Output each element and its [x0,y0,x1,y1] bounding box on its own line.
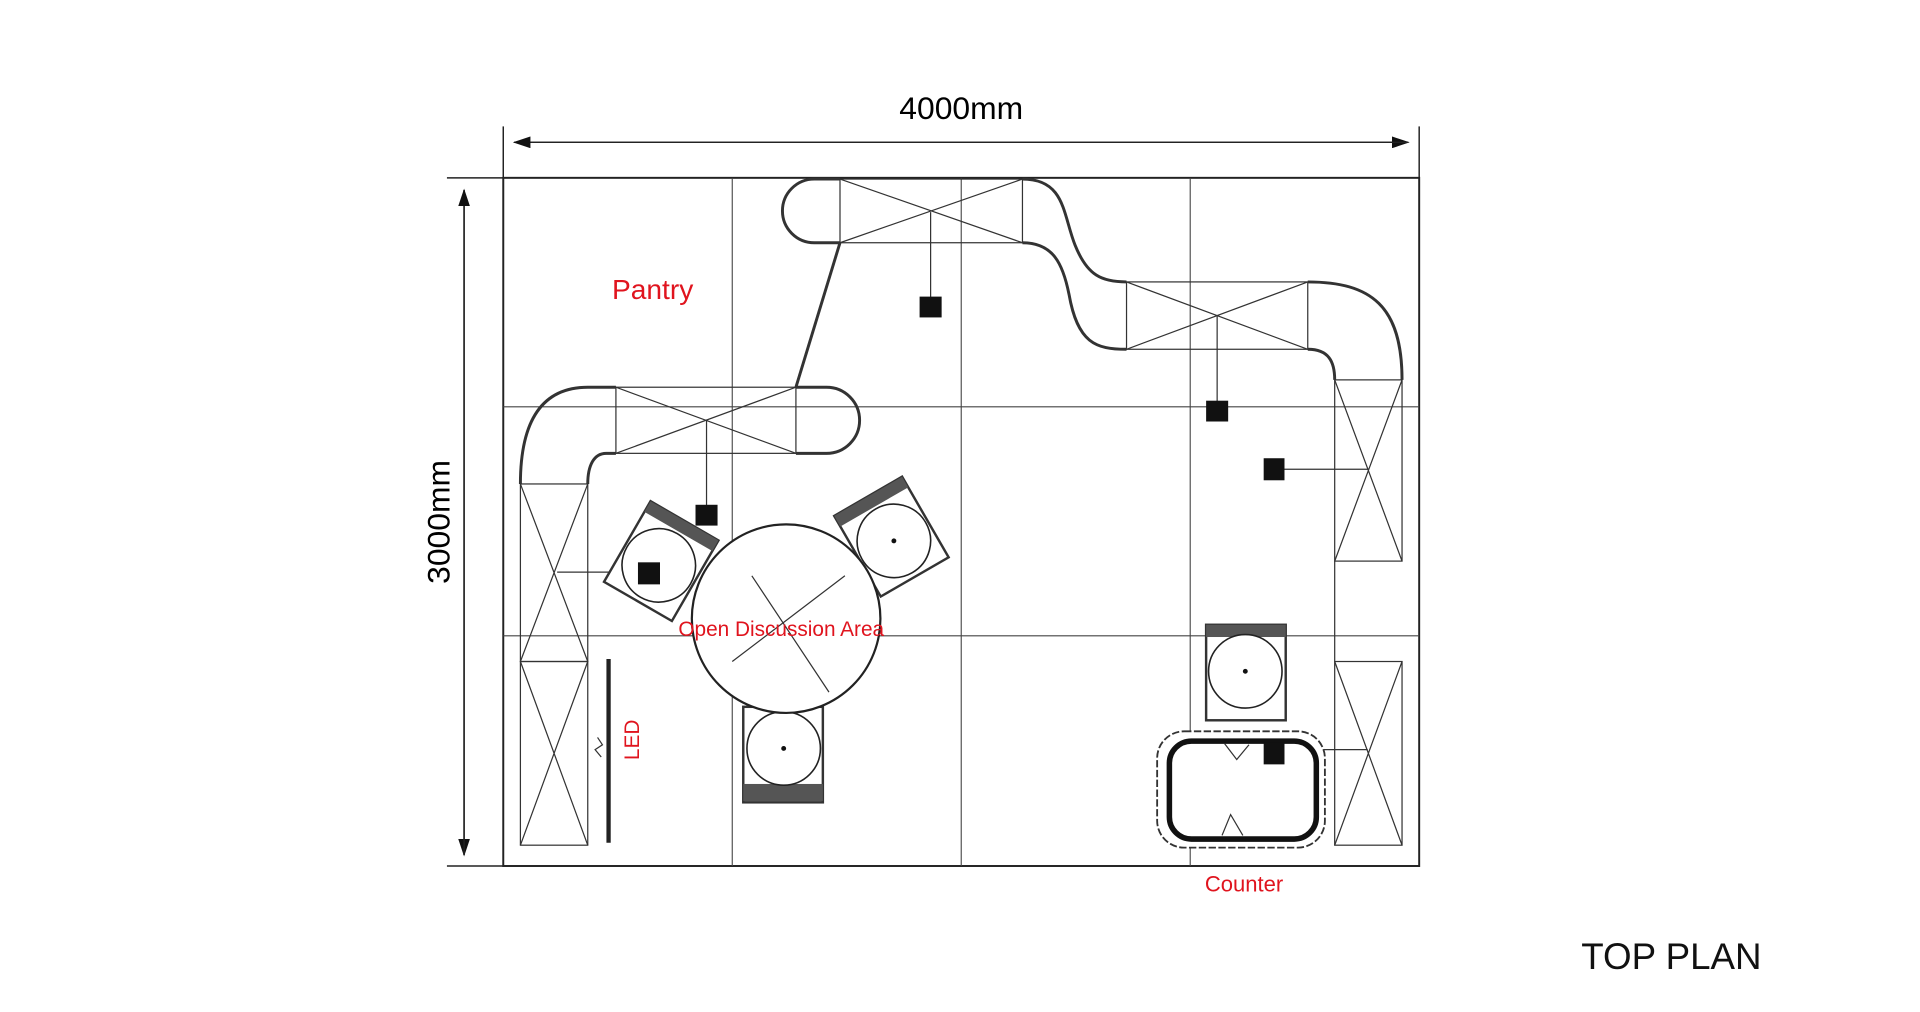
counter [1156,730,1326,849]
light-fixture-icon [695,504,718,526]
round-table [690,523,882,715]
chair [742,705,825,804]
light-fixture-icon [1263,458,1285,481]
led-screen: LED [594,659,644,843]
booth-grid [502,176,1421,867]
counter-label: Counter [1205,872,1283,897]
plan-title: TOP PLAN [1581,936,1761,977]
led-label: LED [621,720,644,760]
height-dimension: 3000mm [420,177,504,867]
chair [832,475,951,599]
height-label: 3000mm [420,460,456,584]
discussion-area-label: Open Discussion Area [678,618,884,641]
pantry-label: Pantry [612,274,694,305]
chair [1204,623,1287,722]
width-label: 4000mm [899,90,1023,126]
light-fixture-icon [637,562,660,585]
width-dimension: 4000mm [502,90,1420,178]
light-fixture-icon [919,296,942,318]
light-fixture-icon [1206,400,1229,422]
light-fixture-icon [1263,742,1285,765]
